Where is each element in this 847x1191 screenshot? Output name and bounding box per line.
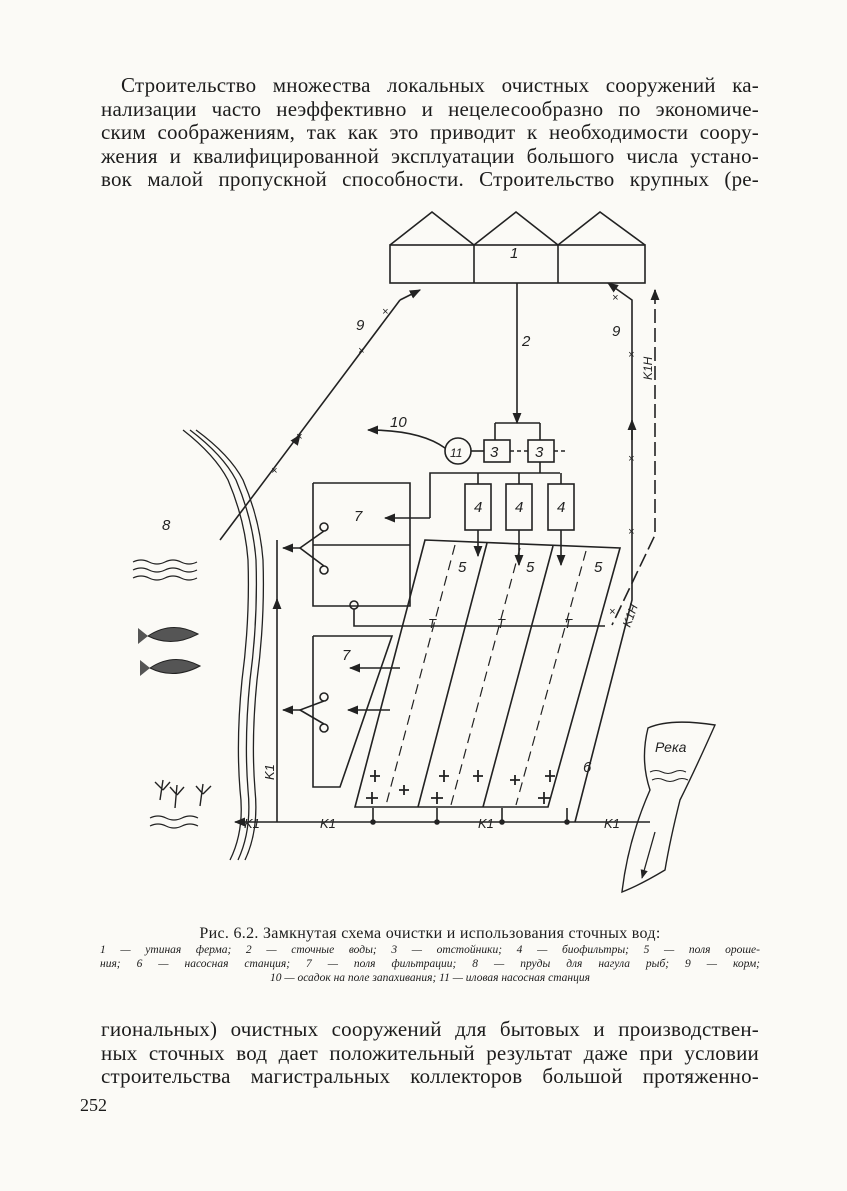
label-irrigation-field: 5: [458, 559, 467, 576]
label-k1n: K1H: [641, 356, 655, 380]
svg-text:×: ×: [628, 453, 634, 465]
sludge-pump-station: [444, 437, 472, 465]
label-k1: K1: [320, 816, 336, 831]
label-irrigation-field: 5: [594, 559, 603, 576]
figure-diagram: × × × × × × × × × 1 2 3 3 4 4 4 5 5 5 6 …: [132, 210, 717, 894]
label-filtration-field: 7: [342, 647, 351, 664]
svg-text:×: ×: [271, 465, 277, 477]
caption-legend-line: 10 — осадок на поле запахивания; 11 — ил…: [269, 972, 590, 984]
irrigation-fields: [353, 539, 622, 808]
text-line: жения и квалифицированной эксплуатации б…: [101, 143, 759, 168]
pond-shoreline: [182, 429, 265, 861]
label-settler: 3: [535, 444, 544, 461]
label-irrigation-field: 5: [526, 559, 535, 576]
reed-icon: [154, 779, 212, 809]
label-k1: K1: [262, 764, 277, 780]
svg-text:×: ×: [609, 606, 615, 618]
text-line: вок малой пропускной способности. Строит…: [101, 167, 759, 191]
river: [621, 721, 717, 894]
label-t: T: [497, 616, 506, 631]
filtration-field: [312, 635, 394, 788]
svg-text:×: ×: [628, 526, 634, 538]
paragraph-bottom: гиональных) очистных сооружений для быто…: [101, 1017, 759, 1089]
svg-text:×: ×: [628, 349, 634, 361]
text-line: строительства магистральных коллекторов …: [101, 1064, 759, 1088]
fish-icon: [138, 627, 202, 676]
label-pump-station: 6: [583, 759, 592, 776]
figure-caption: Рис. 6.2. Замкнутая схема очистки и испо…: [100, 925, 760, 985]
paragraph-top: Строительство множества локальных очистн…: [101, 73, 759, 192]
caption-legend-line: 1 — утиная ферма; 2 — сточные воды; 3 — …: [100, 944, 760, 956]
svg-text:×: ×: [382, 306, 388, 318]
text-line: гиональных) очистных сооружений для быто…: [101, 1017, 759, 1041]
label-duck-farm: 1: [510, 245, 518, 262]
label-sludge-pump: 11: [450, 446, 462, 460]
label-biofilter: 4: [557, 499, 565, 516]
line-markers: × × × × × × × × ×: [271, 292, 634, 618]
filtration-field: [312, 482, 411, 607]
label-wastewater: 2: [521, 333, 531, 350]
label-filtration-field: 7: [354, 508, 363, 525]
text-line: ским соображениям, так как это приводит …: [101, 120, 759, 144]
label-k1n: K1H: [620, 602, 641, 629]
label-river: Река: [655, 739, 687, 755]
label-k1: K1: [604, 816, 620, 831]
label-pond: 8: [162, 517, 171, 534]
label-feed: 9: [356, 317, 365, 334]
text-line: ных сточных вод дает положительный резул…: [101, 1040, 759, 1065]
label-sludge: 10: [390, 414, 407, 431]
label-k1: K1: [478, 816, 494, 831]
label-settler: 3: [490, 444, 499, 461]
caption-legend-line: ния; 6 — насосная станция; 7 — поля филь…: [100, 958, 760, 970]
water-waves: [132, 559, 199, 829]
label-biofilter: 4: [474, 499, 482, 516]
svg-text:×: ×: [358, 345, 364, 357]
svg-text:×: ×: [296, 431, 302, 443]
plant-symbols: [366, 770, 555, 804]
svg-text:×: ×: [612, 292, 618, 304]
page-number: 252: [80, 1095, 107, 1115]
label-feed: 9: [612, 323, 621, 340]
caption-title: Рис. 6.2. Замкнутая схема очистки и испо…: [199, 925, 661, 942]
label-t: T: [564, 616, 573, 631]
text-line: Строительство множества локальных очистн…: [121, 73, 759, 97]
label-biofilter: 4: [515, 499, 523, 516]
label-t: T: [428, 616, 437, 631]
label-k1: K1: [244, 816, 260, 831]
text-line: нализации часто неэффективно и нецелесоо…: [101, 96, 759, 121]
